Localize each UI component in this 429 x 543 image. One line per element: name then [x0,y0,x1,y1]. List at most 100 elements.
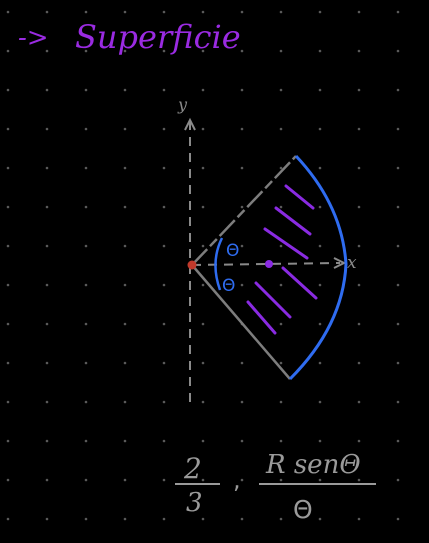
grid-dot [318,400,322,404]
grid-dot [318,49,322,53]
grid-dot [123,49,127,53]
grid-dot [162,361,166,365]
grid-dot [84,517,88,521]
fraction2-numerator: R senΘ [265,450,361,480]
grid-dot [318,10,322,14]
grid-dot [318,517,322,521]
circular-sector: Θ Θ [187,154,348,381]
grid-dot [279,49,283,53]
grid-dot [357,10,361,14]
grid-dot [201,322,205,326]
grid-dot [396,478,400,482]
grid-dot [201,49,205,53]
grid-dot [162,283,166,287]
hatch-line [281,266,318,300]
grid-dot [45,478,49,482]
grid-dot [201,127,205,131]
heading-arrow: -> [18,23,49,53]
grid-dot [318,478,322,482]
grid-dot [162,205,166,209]
grid-dot [45,283,49,287]
grid-dot [240,244,244,248]
sector-upper-edge [191,155,297,266]
grid-dot [123,205,127,209]
angle-upper-label: Θ [226,241,239,261]
grid-dot [201,517,205,521]
grid-dot [279,400,283,404]
grid-dot [123,439,127,443]
grid-dot [396,205,400,209]
grid-dot [123,88,127,92]
grid-dot [357,400,361,404]
grid-dot [6,361,10,365]
grid-dot [201,283,205,287]
grid-dot [123,10,127,14]
grid-dot [84,166,88,170]
grid-dot [240,127,244,131]
grid-dot [84,322,88,326]
grid-dot [6,49,10,53]
heading: -> Superficie [18,18,241,56]
grid-dot [357,205,361,209]
y-axis-arrow-icon [184,117,196,131]
sector-hatching [246,184,318,335]
grid-dot [396,439,400,443]
grid-dot [45,439,49,443]
hatch-line [254,281,292,319]
grid-dot [45,244,49,248]
grid-dot [162,400,166,404]
fraction1-denominator: 3 [186,488,203,518]
grid-dot [84,478,88,482]
grid-dot [45,49,49,53]
grid-dot [84,49,88,53]
grid-dot [357,361,361,365]
grid-dot [318,127,322,131]
grid-dot [279,244,283,248]
grid-dot [318,439,322,443]
grid-dot [240,400,244,404]
grid-dot [6,244,10,248]
grid-dot [45,88,49,92]
fraction2-denominator: Θ [293,495,313,524]
grid-dot [318,361,322,365]
formula: 2 3 , R senΘ Θ [175,450,376,524]
grid-dot [162,244,166,248]
grid-dot [84,244,88,248]
grid-dot [162,439,166,443]
fraction1-numerator: 2 [183,452,202,485]
hatch-line [263,227,309,260]
grid-dot [6,166,10,170]
x-axis-arrow-icon [333,257,347,269]
origin-point [187,260,197,270]
grid-dot [279,127,283,131]
centroid-point [265,260,273,268]
dot-grid [6,10,400,521]
grid-dot [279,478,283,482]
grid-dot [318,166,322,170]
grid-dot [396,400,400,404]
grid-dot [201,361,205,365]
grid-dot [240,166,244,170]
grid-dot [279,361,283,365]
grid-dot [396,244,400,248]
sector-lower-edge [191,264,291,380]
grid-dot [123,322,127,326]
grid-dot [396,517,400,521]
heading-title: Superficie [75,18,241,56]
grid-dot [45,322,49,326]
grid-dot [45,400,49,404]
grid-dot [240,439,244,443]
grid-dot [162,322,166,326]
grid-dot [123,166,127,170]
grid-dot [318,322,322,326]
grid-dot [396,361,400,365]
grid-dot [396,127,400,131]
grid-dot [45,361,49,365]
formula-separator: , [233,466,241,494]
grid-dot [357,88,361,92]
grid-dot [240,205,244,209]
grid-dot [201,166,205,170]
grid-dot [6,478,10,482]
grid-dot [201,478,205,482]
grid-dot [357,244,361,248]
